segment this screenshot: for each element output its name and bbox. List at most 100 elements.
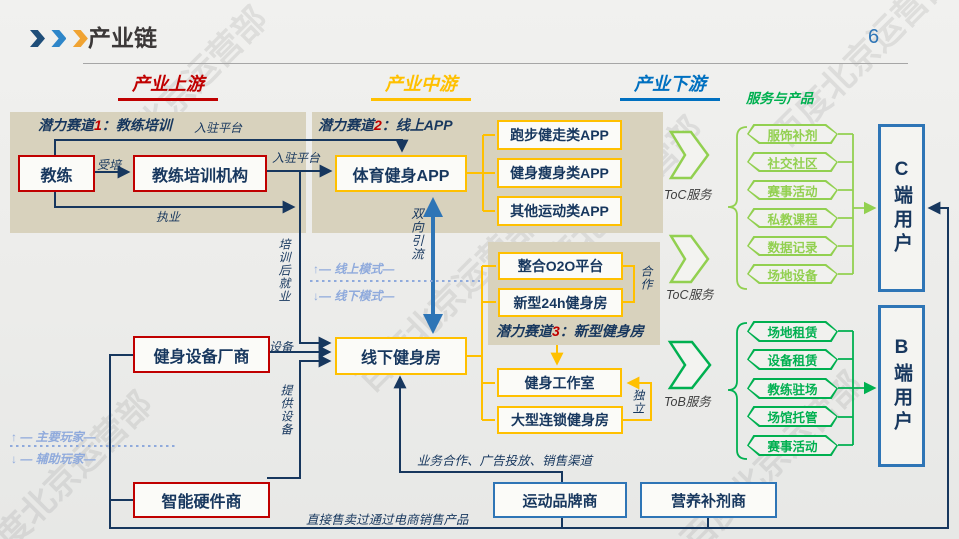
badge-fill (748, 209, 837, 227)
box-sports-brand: 运动品牌商 (493, 482, 627, 518)
box-coach: 教练 (18, 155, 95, 192)
edge-label-tob-service: ToB服务 (664, 395, 711, 409)
box-c-end-user: C端用户 (878, 124, 925, 292)
badge-fill (748, 407, 837, 426)
badge-fill (748, 350, 837, 369)
box-b-end-user: B端用户 (878, 305, 925, 467)
service-badge: 服饰补剂 (747, 124, 838, 144)
track2-prefix: 潜力赛道 (318, 117, 374, 133)
page-number: 6 (868, 26, 880, 48)
box-chain-gym: 大型连锁健身房 (497, 406, 623, 434)
service-badge: 数据记录 (747, 236, 838, 256)
box-coach-training-org: 教练培训机构 (133, 155, 267, 192)
box-offline-gym: 线下健身房 (335, 337, 467, 375)
edge-label-toc-service-2: ToC服务 (666, 288, 714, 302)
title-divider (83, 63, 908, 64)
service-badge-label: 场馆托管 (767, 411, 818, 425)
track1-suffix: ：教练培训 (101, 117, 172, 133)
service-badge: 赛事活动 (747, 180, 838, 200)
track1-label: 潜力赛道1：教练培训 (38, 115, 172, 135)
track3-label: 潜力赛道3：新型健身房 (496, 321, 644, 341)
service-badge: 设备租赁 (747, 349, 838, 370)
badge-fill (748, 125, 837, 143)
box-equipment-maker: 健身设备厂商 (133, 336, 270, 373)
badge-fill (748, 322, 837, 341)
badge-fill (748, 153, 837, 171)
edge-label-biz-cooperation: 业务合作、广告投放、销售渠道 (417, 454, 593, 468)
chevron-icon (30, 30, 45, 47)
service-badge-label: 场地租赁 (767, 326, 818, 340)
service-badge-label: 数据记录 (767, 240, 818, 255)
track2-number: 2 (374, 117, 382, 133)
edge-label-equipment: 设备 (269, 340, 294, 354)
box-other-sport-app: 其他运动类APP (497, 196, 622, 226)
edge-label-independent: 独立 (631, 389, 645, 415)
service-badge: 赛事活动 (747, 435, 838, 456)
legend-dividers (10, 280, 480, 447)
service-badge: 私教课程 (747, 208, 838, 228)
edge-label-trained: 受培 (97, 158, 122, 172)
edge-label-join-platform-top: 入驻平台 (194, 121, 243, 135)
track3-suffix: ：新型健身房 (559, 323, 644, 339)
edge-label-work-after-training: 培训后就业 (277, 238, 291, 303)
navy-flow-lines (54, 139, 949, 529)
page-title: 产业链 (88, 25, 157, 51)
badge-fill (748, 436, 837, 455)
box-running-app: 跑步健走类APP (497, 120, 622, 150)
track3-number: 3 (552, 323, 560, 339)
box-o2o-platform: 整合O2O平台 (498, 252, 623, 280)
badge-fill (748, 237, 837, 255)
service-badge: 教练驻场 (747, 378, 838, 399)
legend-major-player: ↑ — 主要玩家— (11, 430, 96, 444)
badge-fill (748, 265, 837, 283)
chevron-icon (51, 30, 67, 47)
badge-fill (748, 181, 837, 199)
service-badge: 场馆托管 (747, 406, 838, 427)
header-midstream: 产业中游 (371, 70, 471, 101)
service-badge-label: 赛事活动 (767, 440, 818, 454)
legend-online-mode: ↑— 线上模式— (313, 262, 395, 276)
service-badge-label: 教练驻场 (767, 383, 818, 397)
tob-connectors (727, 322, 877, 460)
badge-fill (748, 379, 837, 398)
header-upstream: 产业上游 (118, 70, 218, 101)
edge-label-provide-equipment: 提供设备 (279, 384, 293, 436)
service-badge: 社交社区 (747, 152, 838, 172)
tob-chevron-arrow (667, 340, 712, 390)
box-fitness-studio: 健身工作室 (497, 368, 622, 397)
title-chevrons (30, 30, 90, 52)
service-badge: 场地设备 (747, 264, 838, 284)
service-badge-label: 私教课程 (767, 212, 818, 227)
box-24h-gym: 新型24h健身房 (498, 288, 623, 317)
edge-label-cooperate: 合作 (639, 265, 653, 291)
service-badge: 场地租赁 (747, 321, 838, 342)
edge-label-direct-sale: 直接售卖过通过电商销售产品 (306, 513, 469, 527)
box-slimming-app: 健身瘦身类APP (497, 158, 622, 188)
legend-support-player: ↓ — 辅助玩家— (11, 452, 96, 466)
track1-prefix: 潜力赛道 (38, 117, 94, 133)
service-badge-label: 场地设备 (767, 268, 818, 283)
track3-prefix: 潜力赛道 (496, 323, 552, 339)
header-downstream: 产业下游 (620, 70, 720, 101)
box-fitness-app: 体育健身APP (335, 155, 467, 192)
service-badge-label: 设备租赁 (767, 354, 818, 368)
track1-number: 1 (94, 117, 102, 133)
box-nutrition-supplier: 营养补剂商 (640, 482, 777, 518)
box-smart-hardware: 智能硬件商 (133, 482, 270, 518)
gold-connectors (467, 134, 652, 421)
service-badge-label: 赛事活动 (767, 184, 818, 199)
toc-connectors (727, 126, 877, 290)
legend-offline-mode: ↓— 线下模式— (313, 289, 395, 303)
edge-label-toc-service-1: ToC服务 (664, 188, 712, 202)
edge-label-two-way-traffic: 双向引流 (409, 207, 423, 261)
chevron-icon (72, 30, 88, 47)
edge-label-join-platform-right: 入驻平台 (272, 151, 321, 165)
service-badge-label: 服饰补剂 (767, 128, 818, 143)
service-badge-label: 社交社区 (767, 156, 818, 171)
toc-chevron-arrows (668, 130, 710, 284)
track2-suffix: ：线上APP (381, 117, 453, 133)
track2-label: 潜力赛道2：线上APP (318, 115, 453, 135)
edge-label-practice: 执业 (156, 210, 181, 224)
